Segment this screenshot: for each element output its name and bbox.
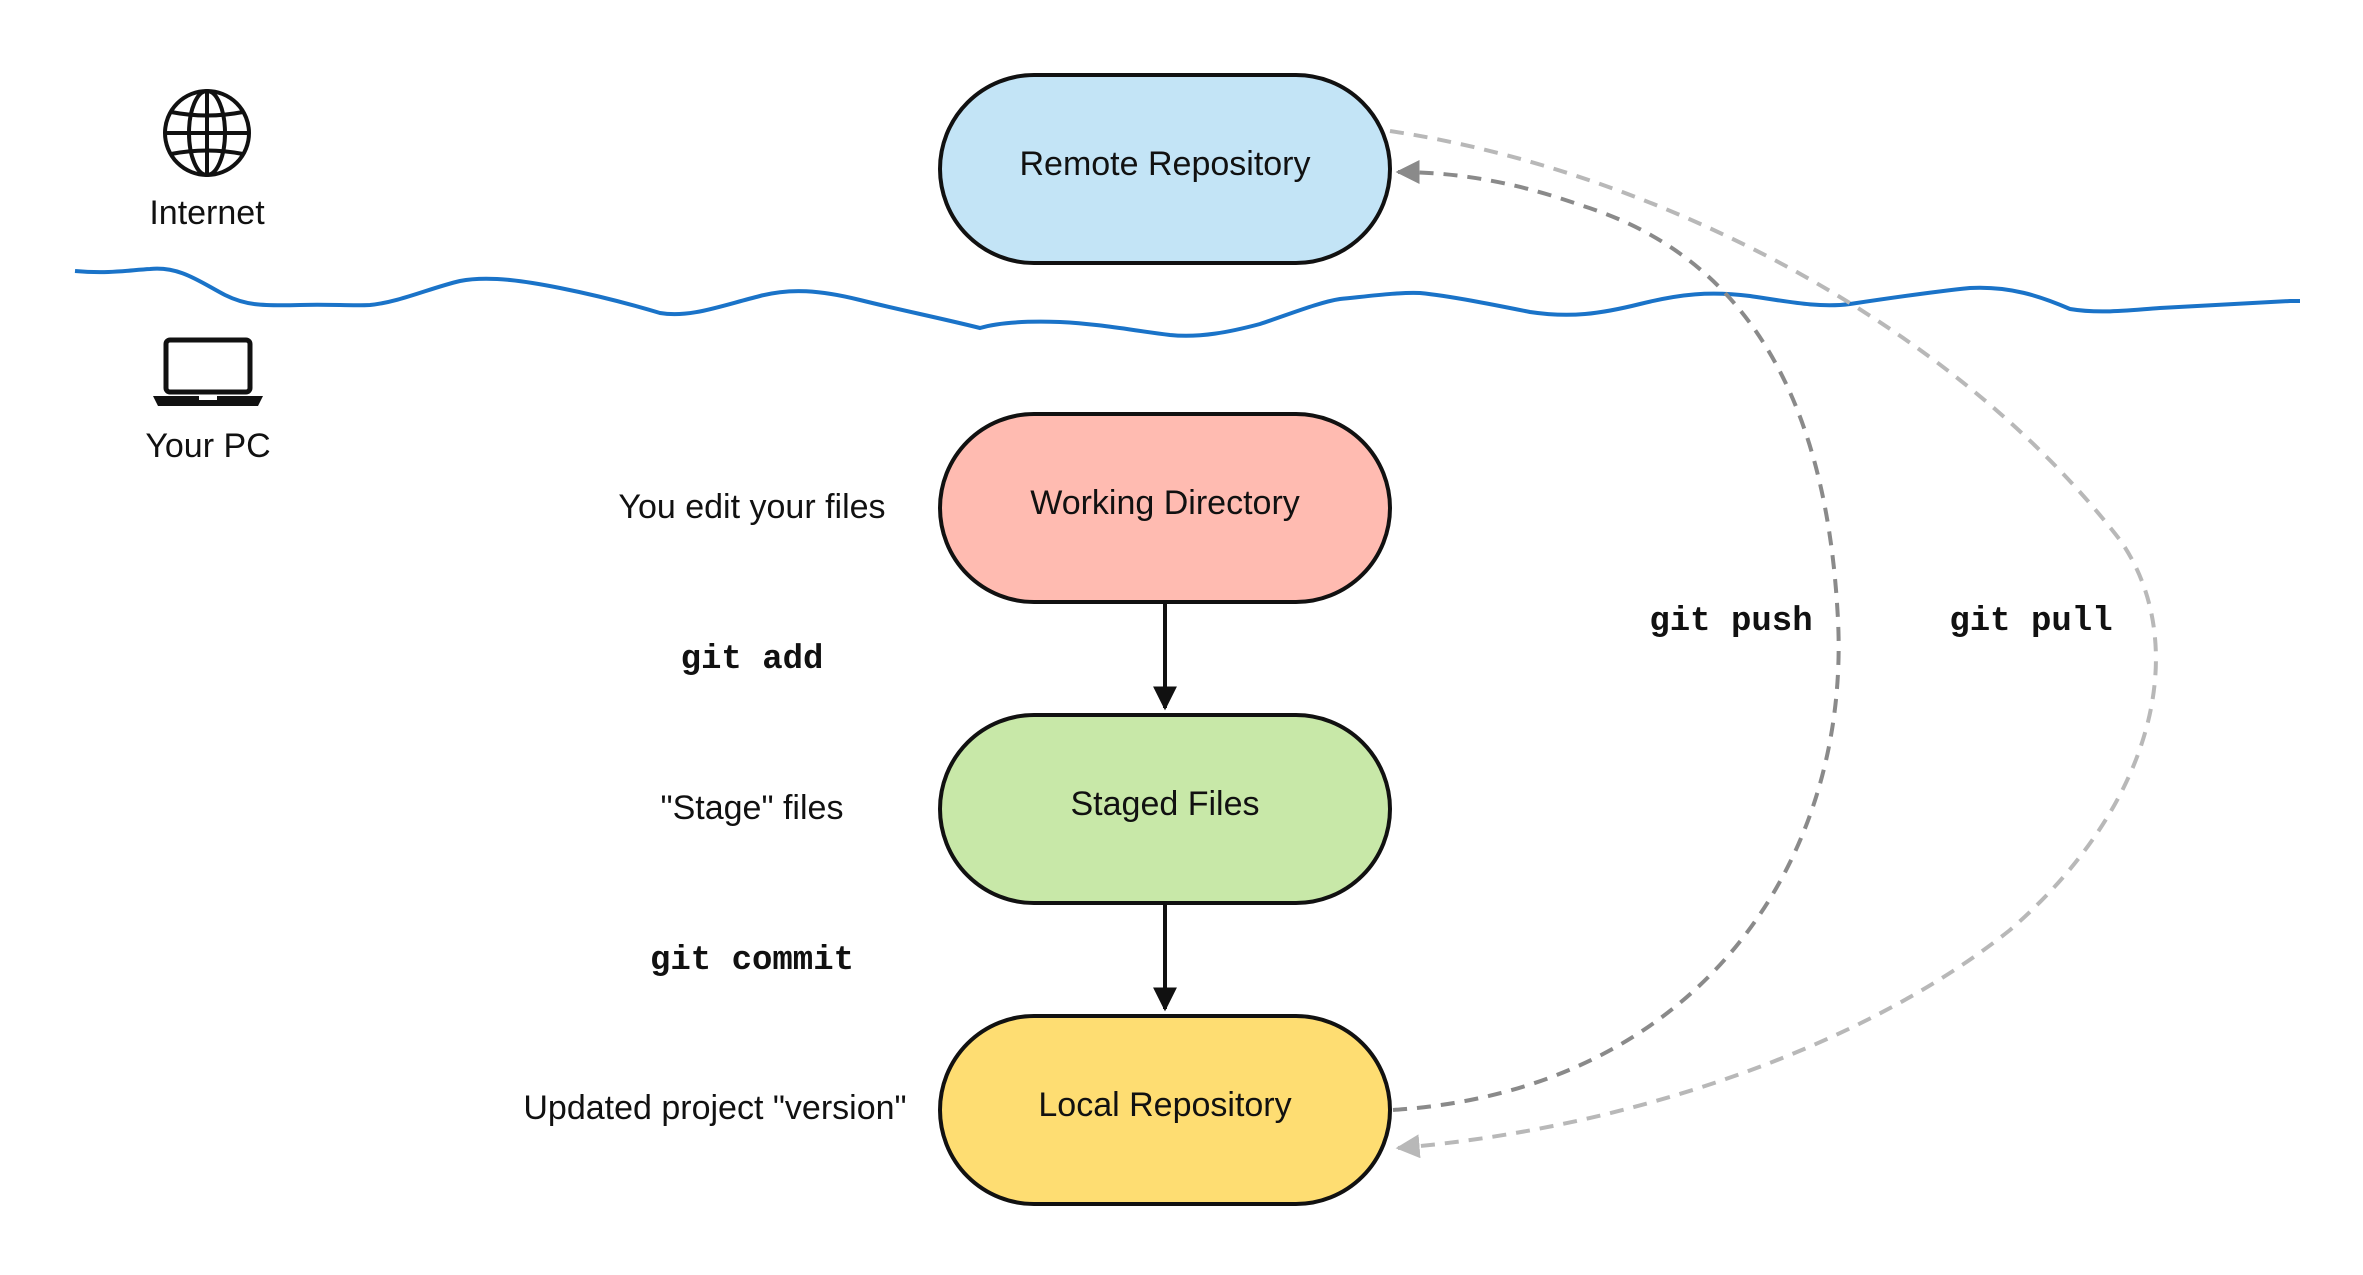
remote-repository-node: Remote Repository [938,73,1392,265]
git-commit-label: git commit [650,942,854,980]
git-pull-label: git pull [1949,603,2112,641]
local-repository-node: Local Repository [938,1014,1392,1206]
git-add-label: git add [681,641,824,679]
globe-icon [163,89,251,177]
laptop-icon [153,337,263,406]
local-repository-label: Local Repository [1038,1086,1291,1124]
staged-files-node: Staged Files [938,713,1392,905]
working-directory-node: Working Directory [938,412,1392,604]
working-directory-label: Working Directory [1030,484,1300,522]
internet-label: Internet [149,194,265,232]
working-description: You edit your files [618,488,885,526]
staged-description: "Stage" files [661,789,844,827]
local-description: Updated project "version" [523,1089,906,1127]
git-push-arrow [1392,160,1841,1112]
internet-pc-divider [74,266,2300,338]
git-push-label: git push [1649,603,1812,641]
staged-files-label: Staged Files [1071,785,1260,823]
git-pull-arrow [1389,129,2158,1159]
your-pc-label: Your PC [145,427,270,465]
remote-repository-label: Remote Repository [1019,145,1310,183]
